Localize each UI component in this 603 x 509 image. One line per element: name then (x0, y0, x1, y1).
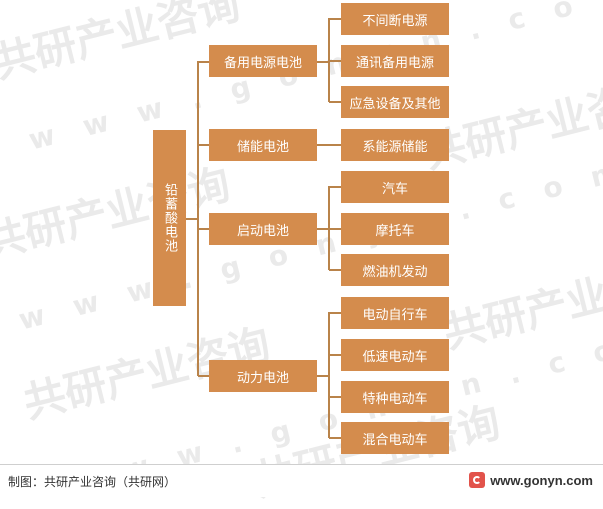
connector-branch (198, 228, 210, 230)
leaf-node: 电动自行车 (341, 297, 449, 329)
leaf-node: 混合电动车 (341, 422, 449, 454)
connector-branch (198, 375, 210, 377)
logo-url: www.gonyn.com (490, 472, 593, 488)
leaf-node: 不间断电源 (341, 3, 449, 35)
watermark-brand: 共研产业咨询 (418, 69, 603, 178)
footer: 制图：共研产业咨询（共研网） www.gonyn.com (0, 464, 603, 497)
brand-logo[interactable]: www.gonyn.com (469, 472, 593, 488)
connector-leaf (329, 186, 342, 188)
gonyn-logo-icon (469, 472, 486, 488)
connector-leaf (329, 228, 342, 230)
leaf-node: 燃油机发动 (341, 254, 449, 286)
connector-category (317, 61, 329, 63)
connector-leaf (329, 354, 342, 356)
leaf-node: 通讯备用电源 (341, 45, 449, 77)
connector-category (317, 228, 329, 230)
connector-branch (198, 144, 210, 146)
category-node: 动力电池 (209, 360, 317, 392)
leaf-node: 应急设备及其他 (341, 86, 449, 118)
connector-category (317, 375, 329, 377)
connector-leaf (329, 269, 342, 271)
category-node: 启动电池 (209, 213, 317, 245)
leaf-node: 系能源储能 (341, 129, 449, 161)
category-node: 储能电池 (209, 129, 317, 161)
connector-root (186, 218, 198, 220)
source-caption: 制图：共研产业咨询（共研网） (8, 475, 177, 489)
leaf-node: 摩托车 (341, 213, 449, 245)
connector-category-spine (328, 312, 330, 438)
connector-leaf (329, 437, 342, 439)
leaf-node: 低速电动车 (341, 339, 449, 371)
leaf-node: 特种电动车 (341, 381, 449, 413)
watermark-brand: 共研产业咨询 (438, 249, 603, 358)
connector-leaf (329, 396, 342, 398)
connector-branch (198, 61, 210, 63)
leaf-node: 汽车 (341, 171, 449, 203)
connector-leaf (329, 18, 342, 20)
category-node: 备用电源电池 (209, 45, 317, 77)
connector-leaf (329, 312, 342, 314)
connector-leaf (329, 60, 342, 62)
connector-trunk (197, 61, 199, 376)
connector-category (317, 144, 342, 146)
root-node: 铅蓄酸电池 (153, 130, 186, 306)
connector-leaf (329, 101, 342, 103)
watermark-brand: 共研产业咨询 (0, 159, 235, 268)
